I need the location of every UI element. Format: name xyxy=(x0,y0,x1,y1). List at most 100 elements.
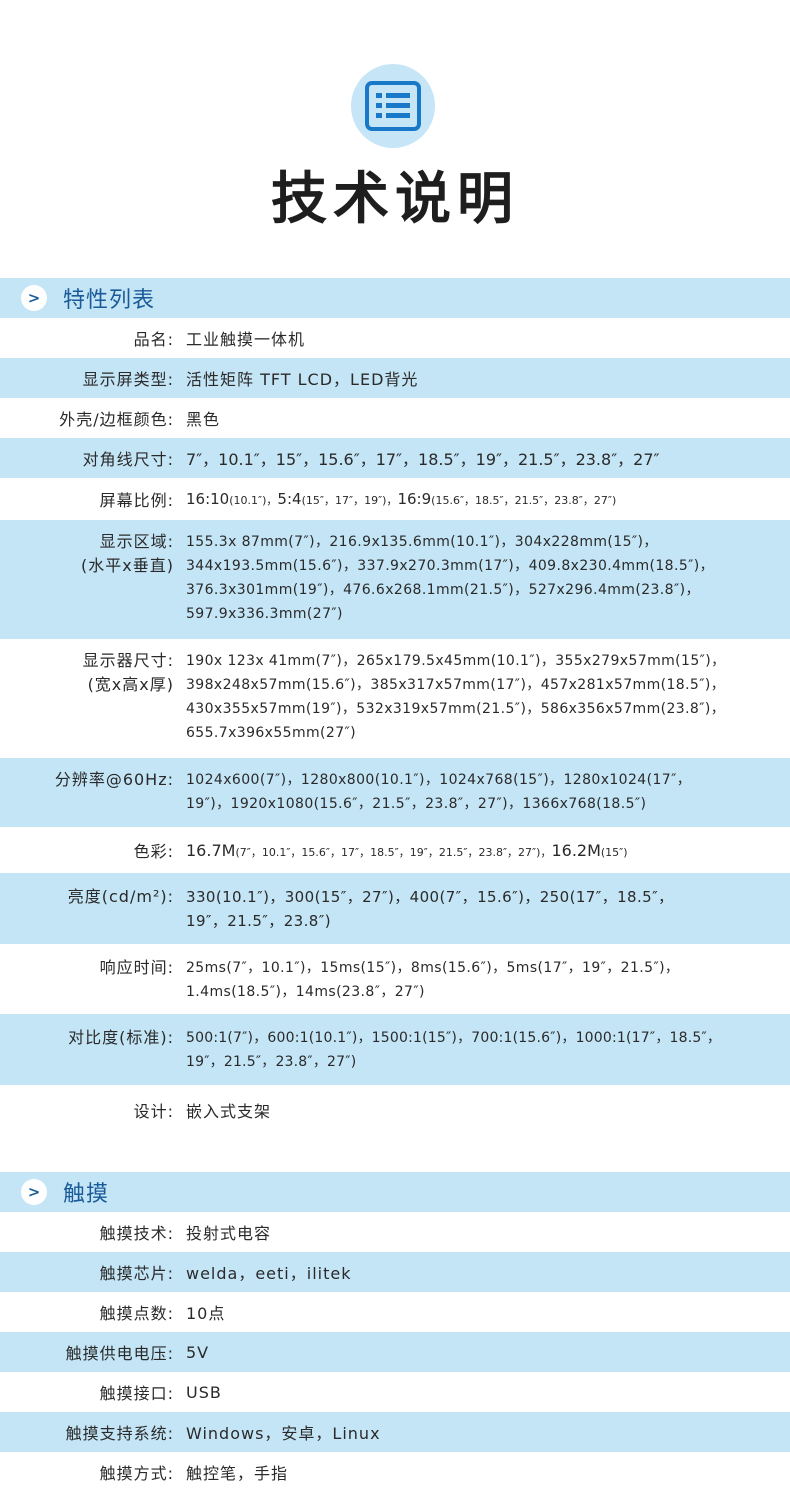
spec-label: 对角线尺寸: xyxy=(82,450,174,469)
spec-row-housing-color: 外壳/边框颜色: 黑色 xyxy=(0,398,790,438)
spec-label-line: 显示区域: xyxy=(99,532,174,551)
spec-value-line: 1.4ms(18.5″)，14ms(23.8″，27″) xyxy=(186,984,425,1000)
spec-label: 响应时间: xyxy=(99,958,174,977)
section-header-features: > 特性列表 xyxy=(0,278,790,318)
spec-row-touch-voltage: 触摸供电电压: 5V xyxy=(0,1332,790,1372)
spec-row-resolution: 分辨率@60Hz: 1024x600(7″)，1280x800(10.1″)，1… xyxy=(0,758,790,827)
spec-value-line: 19″，21.5″，23.8″) xyxy=(186,912,331,930)
color-sizes: (7″，10.1″，15.6″，17″，18.5″，19″，21.5″，23.8… xyxy=(235,845,552,859)
spec-row-touch-points: 触摸点数: 10点 xyxy=(0,1292,790,1332)
section-header-touch: > 触摸 xyxy=(0,1172,790,1212)
spec-value: welda，eeti，ilitek xyxy=(186,1264,352,1283)
spec-value-line: 330(10.1″)，300(15″，27″)，400(7″，15.6″)，25… xyxy=(186,888,674,906)
spec-label: 触摸芯片: xyxy=(99,1264,174,1283)
spec-value: 155.3x 87mm(7″)，216.9x135.6mm(10.1″)，304… xyxy=(174,530,790,639)
section-title: 触摸 xyxy=(63,1182,110,1207)
spec-value: 25ms(7″，10.1″)，15ms(15″)，8ms(15.6″)，5ms(… xyxy=(174,956,790,1014)
spec-value-line: 190x 123x 41mm(7″)，265x179.5x45mm(10.1″)… xyxy=(186,653,726,669)
page-header: 技术说明 xyxy=(0,0,790,278)
spec-value: 黑色 xyxy=(186,410,221,429)
spec-label: 显示器尺寸: (宽x高x厚) xyxy=(0,649,174,758)
spec-value: 1024x600(7″)，1280x800(10.1″)，1024x768(15… xyxy=(174,768,790,827)
section-title: 特性列表 xyxy=(63,288,156,313)
spec-row-design: 设计: 嵌入式支架 xyxy=(0,1085,790,1135)
spec-value-line: 344x193.5mm(15.6″)，337.9x270.3mm(17″)，40… xyxy=(186,558,715,574)
spec-label: 显示区域: (水平x垂直) xyxy=(0,530,174,639)
spec-row-product-name: 品名: 工业触摸一体机 xyxy=(0,318,790,358)
spec-value: 触控笔，手指 xyxy=(186,1464,289,1483)
spec-label: 触摸方式: xyxy=(99,1464,174,1483)
ratio-value: 16:9 xyxy=(397,490,432,508)
spec-row-response-time: 响应时间: 25ms(7″，10.1″)，15ms(15″)，8ms(15.6″… xyxy=(0,944,790,1014)
spec-value: USB xyxy=(186,1382,222,1402)
spec-value: 16.7M(7″，10.1″，15.6″，17″，18.5″，19″，21.5″… xyxy=(174,841,790,860)
spec-label-line: (宽x高x厚) xyxy=(87,675,174,694)
spec-value: 16:10(10.1″)，5:4(15″，17″，19″)，16:9(15.6″… xyxy=(174,490,790,508)
spec-value-line: 655.7x396x55mm(27″) xyxy=(186,725,357,741)
spec-value-line: 597.9x336.3mm(27″) xyxy=(186,606,343,622)
spec-value-line: 376.3x301mm(19″)，476.6x268.1mm(21.5″)，52… xyxy=(186,582,700,598)
spec-label: 触摸技术: xyxy=(99,1224,174,1243)
spec-label: 屏幕比例: xyxy=(99,491,174,510)
spec-label: 显示屏类型: xyxy=(82,370,174,389)
ratio-sizes: (10.1″)， xyxy=(229,494,278,507)
spec-label: 色彩: xyxy=(133,842,174,861)
spec-label: 分辨率@60Hz: xyxy=(54,770,174,789)
spec-value: 330(10.1″)，300(15″，27″)，400(7″，15.6″)，25… xyxy=(174,885,790,944)
spec-label: 品名: xyxy=(133,330,174,349)
ratio-sizes: (15″，17″，19″)， xyxy=(301,494,398,507)
spec-value: 7″，10.1″，15″，15.6″，17″，18.5″，19″，21.5″，2… xyxy=(186,450,660,469)
spec-row-contrast: 对比度(标准): 500:1(7″)，600:1(10.1″)，1500:1(1… xyxy=(0,1014,790,1085)
spec-label-line: (水平x垂直) xyxy=(81,556,174,575)
spec-label: 对比度(标准): xyxy=(68,1028,174,1047)
color-value: 16.2M xyxy=(551,840,601,860)
spec-row-touch-tech: 触摸技术: 投射式电容 xyxy=(0,1212,790,1252)
section-spacer xyxy=(0,1135,790,1172)
spec-value-line: 1024x600(7″)，1280x800(10.1″)，1024x768(15… xyxy=(186,772,692,788)
ratio-sizes: (15.6″，18.5″，21.5″，23.8″，27″) xyxy=(431,494,617,507)
spec-label: 触摸支持系统: xyxy=(65,1424,174,1443)
spec-row-dimensions: 显示器尺寸: (宽x高x厚) 190x 123x 41mm(7″)，265x17… xyxy=(0,639,790,758)
list-icon xyxy=(351,64,435,148)
ratio-value: 5:4 xyxy=(277,490,302,508)
spec-row-touch-os: 触摸支持系统: Windows，安卓，Linux xyxy=(0,1412,790,1452)
spec-value: 投射式电容 xyxy=(186,1224,272,1243)
color-value: 16.7M xyxy=(186,840,236,860)
spec-value-line: 19″，21.5″，23.8″，27″) xyxy=(186,1054,357,1070)
spec-label: 设计: xyxy=(133,1102,174,1121)
spec-row-display-type: 显示屏类型: 活性矩阵 TFT LCD，LED背光 xyxy=(0,358,790,398)
ratio-value: 16:10 xyxy=(186,490,230,508)
spec-value: 190x 123x 41mm(7″)，265x179.5x45mm(10.1″)… xyxy=(174,649,790,758)
spec-value: 嵌入式支架 xyxy=(186,1102,272,1121)
spec-value: Windows，安卓，Linux xyxy=(186,1424,381,1443)
spec-row-aspect-ratio: 屏幕比例: 16:10(10.1″)，5:4(15″，17″，19″)，16:9… xyxy=(0,478,790,520)
spec-value: 500:1(7″)，600:1(10.1″)，1500:1(15″)，700:1… xyxy=(174,1026,790,1085)
spec-value-line: 25ms(7″，10.1″)，15ms(15″)，8ms(15.6″)，5ms(… xyxy=(186,960,680,976)
spec-value: 10点 xyxy=(186,1304,226,1323)
spec-label: 外壳/边框颜色: xyxy=(59,410,174,429)
chevron-right-icon: > xyxy=(21,285,47,311)
spec-value-line: 398x248x57mm(15.6″)，385x317x57mm(17″)，45… xyxy=(186,677,726,693)
spec-label: 触摸供电电压: xyxy=(65,1344,174,1363)
spec-row-display-area: 显示区域: (水平x垂直) 155.3x 87mm(7″)，216.9x135.… xyxy=(0,520,790,639)
spec-value: 活性矩阵 TFT LCD，LED背光 xyxy=(186,370,419,389)
chevron-right-icon: > xyxy=(21,1179,47,1205)
spec-value: 工业触摸一体机 xyxy=(186,330,306,349)
spec-value-line: 500:1(7″)，600:1(10.1″)，1500:1(15″)，700:1… xyxy=(186,1030,722,1046)
spec-row-touch-chip: 触摸芯片: welda，eeti，ilitek xyxy=(0,1252,790,1292)
spec-value-line: 19″)，1920x1080(15.6″，21.5″，23.8″，27″)，13… xyxy=(186,796,647,812)
spec-label: 亮度(cd/m²): xyxy=(67,887,174,906)
spec-label: 触摸接口: xyxy=(99,1384,174,1403)
spec-row-touch-method: 触摸方式: 触控笔，手指 xyxy=(0,1452,790,1492)
spec-value: 5V xyxy=(186,1342,210,1362)
spec-label-line: 显示器尺寸: xyxy=(82,651,174,670)
spec-row-color: 色彩: 16.7M(7″，10.1″，15.6″，17″，18.5″，19″，2… xyxy=(0,827,790,873)
spec-value-line: 155.3x 87mm(7″)，216.9x135.6mm(10.1″)，304… xyxy=(186,534,658,550)
page-title: 技术说明 xyxy=(271,167,519,232)
spec-label: 触摸点数: xyxy=(99,1304,174,1323)
spec-row-brightness: 亮度(cd/m²): 330(10.1″)，300(15″，27″)，400(7… xyxy=(0,873,790,944)
spec-row-diagonal-size: 对角线尺寸: 7″，10.1″，15″，15.6″，17″，18.5″，19″，… xyxy=(0,438,790,478)
spec-value-line: 430x355x57mm(19″)，532x319x57mm(21.5″)，58… xyxy=(186,701,726,717)
spec-row-touch-interface: 触摸接口: USB xyxy=(0,1372,790,1412)
color-sizes: (15″) xyxy=(600,845,628,859)
